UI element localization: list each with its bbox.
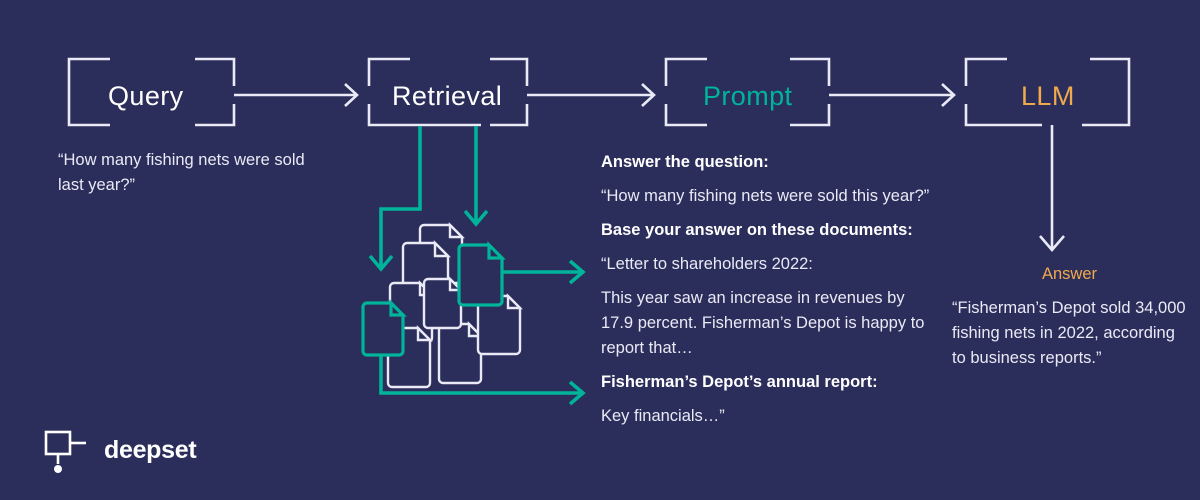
- teal-arrow-retrieval-right: [463, 126, 489, 227]
- connector-retrieval-to-prompt: [527, 83, 656, 107]
- document-icon: [437, 321, 484, 385]
- deepset-mark-icon: [44, 430, 86, 473]
- connector-llm-to-answer: [1039, 125, 1065, 252]
- document-icon-highlighted: [361, 299, 407, 357]
- stage-label-query: Query: [108, 81, 184, 111]
- stage-label-llm: LLM: [1021, 81, 1075, 111]
- prompt-doc2-title: Fisherman’s Depot’s annual report:: [601, 373, 878, 391]
- prompt-doc1-title: “Letter to shareholders 2022:: [601, 255, 813, 273]
- stage-label-retrieval: Retrieval: [392, 81, 503, 111]
- stage-box-prompt[interactable]: [664, 57, 831, 127]
- answer-text: “Fisherman’s Depot sold 34,000 fishing n…: [952, 299, 1186, 367]
- connector-query-to-retrieval: [234, 83, 359, 107]
- stage-box-query[interactable]: [67, 57, 236, 127]
- prompt-doc2-body: Key financials…”: [601, 407, 725, 425]
- answer-label: Answer: [1041, 265, 1098, 283]
- deepset-wordmark: deepset: [104, 435, 197, 464]
- answer-block: Answer “Fisherman’s Depot sold 34,000 fi…: [952, 265, 1187, 371]
- prompt-heading-answer-question: Answer the question:: [601, 153, 769, 171]
- query-text: “How many fishing nets were sold last ye…: [58, 151, 305, 194]
- stage-box-retrieval[interactable]: [367, 57, 529, 127]
- connector-prompt-to-llm: [829, 83, 956, 107]
- deepset-logo: deepset: [44, 428, 197, 472]
- prompt-text-block: Answer the question: “How many fishing n…: [601, 150, 941, 429]
- teal-arrow-docs-to-prompt-upper: [502, 259, 586, 285]
- document-icon-highlighted: [457, 241, 506, 307]
- document-cluster: [361, 222, 523, 389]
- prompt-heading-base-answer: Base your answer on these documents:: [601, 221, 913, 239]
- document-icon: [422, 276, 464, 330]
- teal-arrow-retrieval-left: [368, 126, 422, 272]
- deepset-mark-spacer: [44, 428, 92, 472]
- teal-arrow-docs-to-prompt-lower: [379, 355, 586, 406]
- stage-box-llm[interactable]: [964, 57, 1131, 127]
- prompt-doc1-body: This year saw an increase in revenues by…: [601, 289, 925, 357]
- stage-label-prompt: Prompt: [703, 81, 793, 111]
- prompt-question: “How many fishing nets were sold this ye…: [601, 187, 930, 205]
